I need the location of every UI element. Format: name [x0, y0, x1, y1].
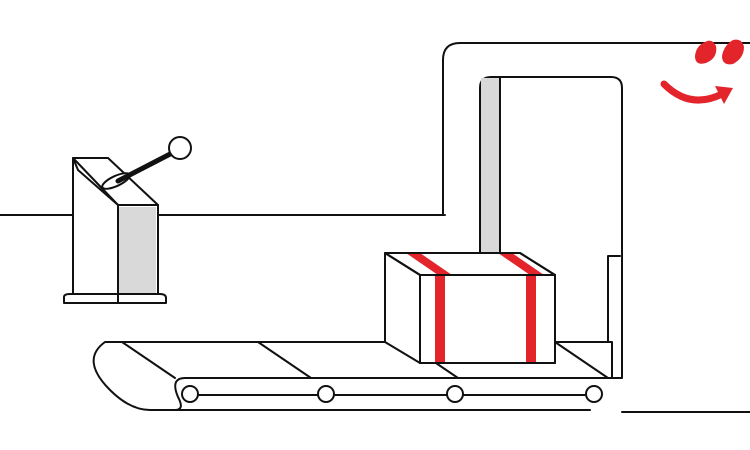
joystick-lever-icon	[115, 148, 179, 184]
roller	[181, 385, 199, 403]
taped-box-icon	[384, 252, 556, 364]
scanner-inner-pillar	[607, 255, 621, 343]
scanner-gate-opening	[479, 76, 623, 379]
roller	[317, 385, 335, 403]
scanner-gate-outer	[442, 42, 750, 216]
scanner-inner-shade	[481, 78, 500, 258]
roller	[446, 385, 464, 403]
lever-control-unit	[63, 136, 192, 304]
roller	[585, 385, 603, 403]
smile-arrow-logo	[660, 39, 744, 104]
